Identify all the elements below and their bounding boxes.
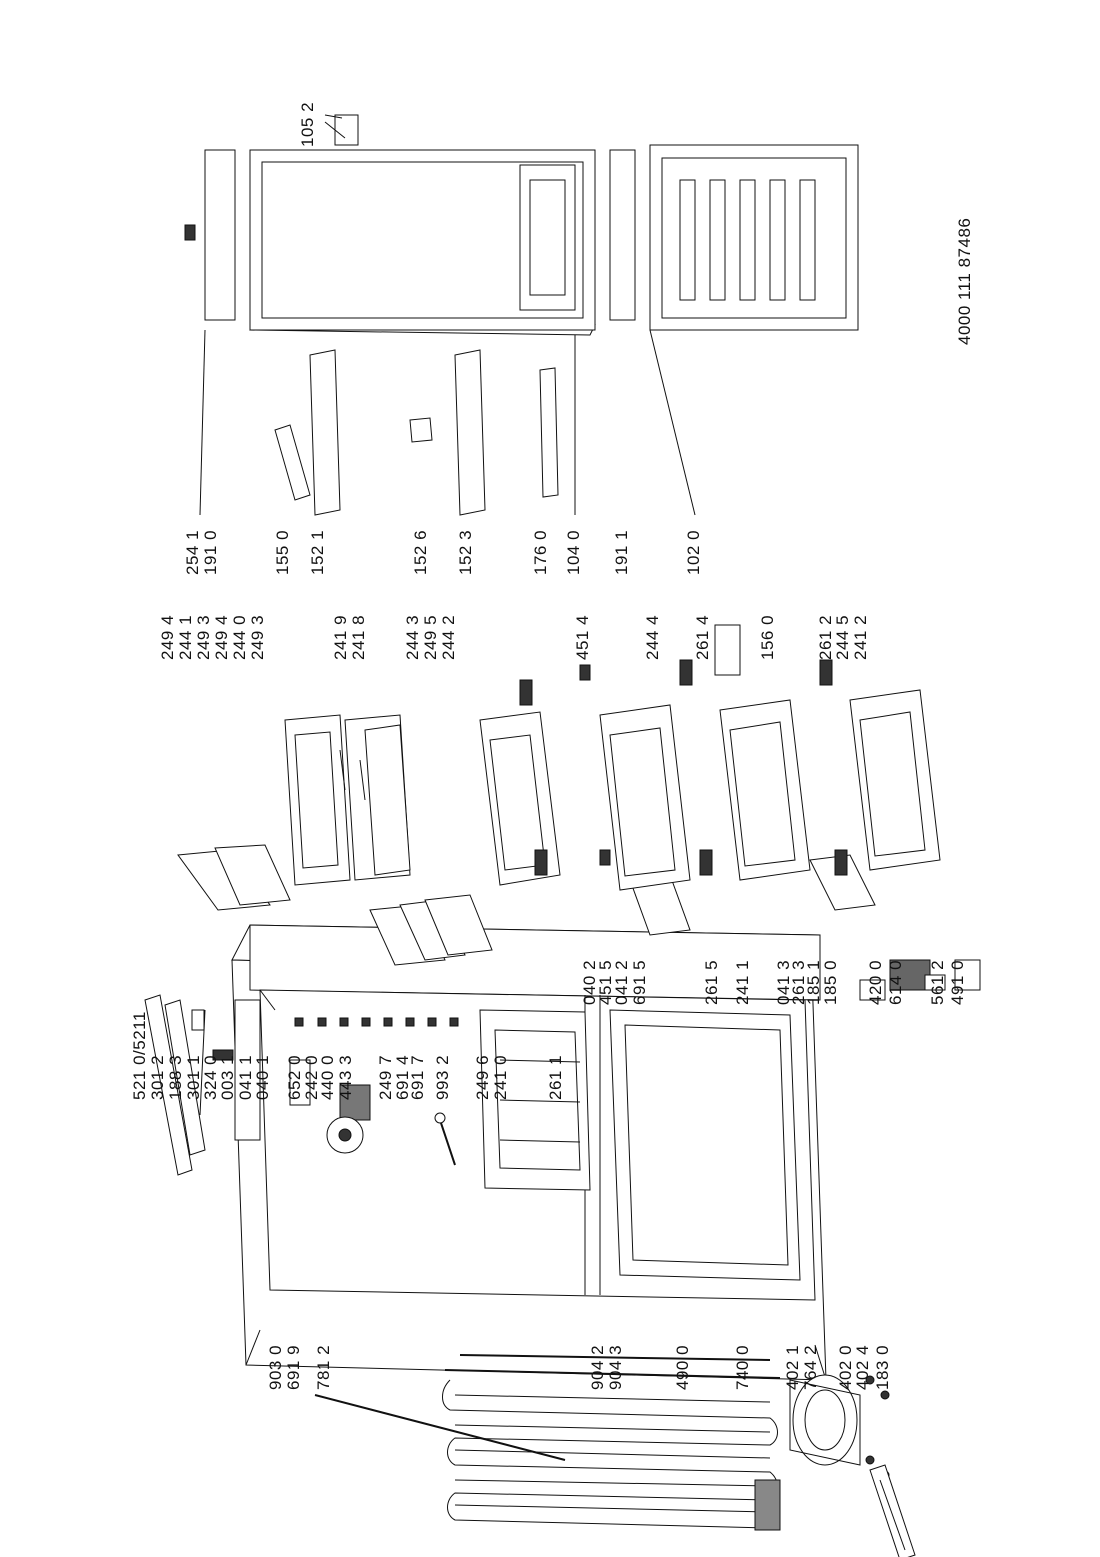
crisper-drawers [284, 689, 941, 891]
part-number-label: 185 1 [804, 959, 823, 1005]
part-number-label: 993 2 [433, 1054, 452, 1100]
glass-shelves [177, 844, 876, 966]
part-number-label: 402 1 [783, 1344, 802, 1390]
part-number-label: 183 0 [873, 1344, 892, 1390]
fridge-door [249, 149, 596, 336]
part-number-label: 903 0 [266, 1344, 285, 1390]
hinge-parts [184, 114, 359, 241]
part-number-label: 003 1 [218, 1054, 237, 1100]
part-number-label: 249 4 [212, 614, 231, 660]
door-racks [274, 349, 559, 516]
part-number-label: 561 2 [928, 959, 947, 1005]
cabinet-body [231, 924, 827, 1381]
part-number-label: 254 1 [183, 529, 202, 575]
part-number-label: 152 1 [308, 529, 327, 575]
part-number-label: 155 0 [273, 529, 292, 575]
part-number-label: 156 0 [758, 614, 777, 660]
part-number-label: 249 4 [158, 614, 177, 660]
part-number-label: 490 0 [673, 1344, 692, 1390]
part-number-label: 904 3 [606, 1344, 625, 1390]
part-number-label: 244 1 [176, 614, 195, 660]
part-number-label: 191 1 [612, 529, 631, 575]
part-number-label: 185 0 [821, 959, 840, 1005]
part-number-label: 249 5 [421, 614, 440, 660]
part-number-label: 152 6 [411, 529, 430, 575]
part-number-label: 691 7 [408, 1054, 427, 1100]
part-number-label: 244 4 [643, 614, 662, 660]
base-tray [869, 1464, 916, 1557]
part-number-label: 652 0 [285, 1054, 304, 1100]
part-number-label: 249 7 [376, 1054, 395, 1100]
part-number-label: 249 6 [473, 1054, 492, 1100]
part-number-label: 244 2 [439, 614, 458, 660]
part-number-label: 188 3 [166, 1054, 185, 1100]
leader-lines [199, 114, 696, 1116]
control-panel-parts [144, 994, 234, 1176]
part-number-label: 691 9 [284, 1344, 303, 1390]
compressor-group [789, 1374, 890, 1480]
part-number-label: 614 0 [886, 959, 905, 1005]
part-number-label: 241 2 [851, 614, 870, 660]
part-number-label: 324 0 [201, 1054, 220, 1100]
part-number-label: 104 0 [564, 529, 583, 575]
document-number: 4000 111 87486 [955, 217, 974, 345]
part-number-label: 102 0 [684, 529, 703, 575]
freezer-door [649, 144, 859, 331]
part-number-label: 764 2 [801, 1344, 820, 1390]
part-number-label: 402 4 [853, 1344, 872, 1390]
part-number-label: 521 0/5211 [130, 1011, 149, 1100]
shelf-frames [339, 724, 411, 876]
part-number-label: 191 0 [201, 529, 220, 575]
part-number-label: 241 8 [349, 614, 368, 660]
part-number-label: 904 2 [588, 1344, 607, 1390]
part-number-label: 443 3 [336, 1054, 355, 1100]
part-number-label: 301 2 [148, 1054, 167, 1100]
part-number-label: 241 0 [491, 1054, 510, 1100]
part-number-label: 491 0 [948, 959, 967, 1005]
part-number-label: 241 1 [733, 959, 752, 1005]
drain-rod [314, 1394, 566, 1461]
part-number-label: 301 1 [184, 1054, 203, 1100]
part-number-label: 740 0 [733, 1344, 752, 1390]
shelf-support-studs [294, 1017, 459, 1027]
part-number-label: 261 2 [816, 614, 835, 660]
part-number-label: 244 3 [403, 614, 422, 660]
part-number-label: 781 2 [314, 1344, 333, 1390]
part-number-label: 261 1 [546, 1054, 565, 1100]
part-number-label: 152 3 [456, 529, 475, 575]
part-number-label: 249 3 [248, 614, 267, 660]
part-number-label: 691 5 [630, 959, 649, 1005]
part-number-label: 261 5 [702, 959, 721, 1005]
part-number-label: 041 2 [612, 959, 631, 1005]
electrical-parts [859, 959, 981, 1001]
part-number-label: 249 3 [194, 614, 213, 660]
part-number-label: 244 0 [230, 614, 249, 660]
part-number-label: 261 4 [693, 614, 712, 660]
part-number-label: 440 0 [318, 1054, 337, 1100]
part-number-label: 105 2 [298, 101, 317, 147]
part-number-label: 402 0 [836, 1344, 855, 1390]
part-number-label: 176 0 [531, 529, 550, 575]
part-number-label: 451 4 [573, 614, 592, 660]
part-number-label: 244 5 [833, 614, 852, 660]
part-number-label: 040 1 [253, 1054, 272, 1100]
part-number-label: 420 0 [866, 959, 885, 1005]
part-number-label: 241 9 [331, 614, 350, 660]
door-gaskets [204, 149, 636, 321]
part-number-label: 041 1 [236, 1054, 255, 1100]
small-clips [519, 624, 848, 876]
condenser-coil [442, 1354, 781, 1531]
